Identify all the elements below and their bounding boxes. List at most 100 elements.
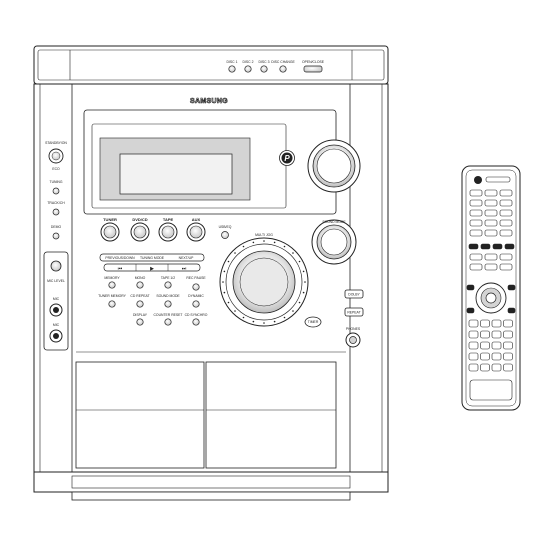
mic-level-knob[interactable]: MIC LEVEL [47,260,65,283]
sound-mode-button[interactable]: SOUND MODE [156,294,180,308]
remote-key[interactable] [480,363,490,372]
remote-key[interactable] [466,307,475,314]
remote-key[interactable] [491,352,502,361]
usb-eq-button[interactable]: USB/EQ [219,225,232,239]
remote-key[interactable] [507,284,516,291]
remote-key[interactable] [491,319,502,328]
volume-knob[interactable] [307,139,361,193]
remote-key[interactable] [484,263,498,271]
power-sound-logo: P [279,150,295,166]
remote-key[interactable] [499,253,513,261]
front-panel [83,109,337,215]
remote-key[interactable] [499,209,513,217]
disc-change-button[interactable]: DISC CHANGE [271,60,296,73]
tuning-up-button[interactable]: TUNING [50,180,63,195]
remote-key[interactable] [484,219,498,227]
tuner-memory-button[interactable]: TUNER MEMORY [98,294,127,308]
aux-label: AUX [192,217,201,222]
mono-button[interactable]: MONO [135,276,146,289]
remote-key[interactable] [492,243,503,250]
remote-key[interactable] [499,219,513,227]
remote-key[interactable] [480,352,490,361]
memory-button[interactable]: MEMORY [104,276,120,289]
remote-key[interactable] [499,229,513,237]
remote-key[interactable] [466,284,475,291]
remote-key[interactable] [484,253,498,261]
remote-key[interactable] [469,253,483,261]
remote-key[interactable] [503,352,513,361]
svg-text:TRACK/CH: TRACK/CH [47,201,65,205]
remote-key[interactable] [468,363,479,372]
sound-mode-label: SOUND MODE [322,220,346,224]
remote-key[interactable] [504,243,515,250]
remote-key[interactable] [468,352,479,361]
remote-key[interactable] [469,229,483,237]
remote-key[interactable] [499,199,513,207]
remote-key[interactable] [491,363,502,372]
remote-key[interactable] [484,229,498,237]
mic-jack-2[interactable]: MIC [49,323,63,343]
remote-key[interactable] [469,263,483,271]
display-button[interactable]: DISPLAY [133,313,148,326]
tape-button[interactable]: TAPE [158,217,178,242]
remote-key[interactable] [469,199,483,207]
remote-key[interactable] [480,330,490,339]
remote-enter-button[interactable] [485,292,497,304]
remote-key[interactable] [491,330,502,339]
track-button[interactable]: TRACK/CH [47,201,65,216]
remote-key[interactable] [469,189,483,197]
dynamic-button[interactable]: DYNAMIC [188,294,204,308]
remote-key[interactable] [503,363,513,372]
mic-jack-1[interactable]: MIC [49,297,63,317]
aux-button[interactable]: AUX [186,217,206,242]
cd-repeat-button[interactable]: CD REPEAT [130,294,150,308]
remote-key[interactable] [468,319,479,328]
remote-key[interactable] [469,209,483,217]
counter-reset-button[interactable]: COUNTER RESET [153,313,183,326]
svg-text:TUNING: TUNING [50,180,63,184]
remote-key[interactable] [469,219,483,227]
sound-mode-knob[interactable]: SOUND MODE [311,219,357,265]
phones-jack[interactable]: PHONES [345,327,361,348]
remote-key[interactable] [468,330,479,339]
disc3-button[interactable]: DISC 3 [259,60,270,73]
jog-dot [292,310,294,312]
standby-button[interactable]: STANDBY/ON ECO [45,141,67,171]
remote-key[interactable] [480,243,491,250]
remote-key[interactable] [499,189,513,197]
remote-key[interactable] [480,341,490,350]
multi-jog-label: MULTI JOG [255,233,273,237]
remote-key[interactable] [503,319,513,328]
remote-key[interactable] [480,319,490,328]
remote-key[interactable] [499,263,513,271]
play-icon[interactable]: ▶ [150,266,154,272]
tape12-button[interactable]: TAPE 1/2 [161,276,175,289]
remote-key[interactable] [484,209,498,217]
repeat-button[interactable]: REPEAT [344,307,364,317]
remote-key[interactable] [484,199,498,207]
svg-text:MONO: MONO [135,276,146,280]
demo-button[interactable]: DEMO [51,225,62,240]
tuner-button[interactable]: TUNER [100,217,120,242]
remote-key[interactable] [503,341,513,350]
tape-label: TAPE [163,217,174,222]
open-close-button[interactable]: OPEN/CLOSE [302,60,325,73]
next-icon[interactable]: ⏭ [182,266,187,272]
dvd-cd-button[interactable]: DVD/CD [130,217,150,242]
disc2-button[interactable]: DISC 2 [243,60,254,73]
timer-button[interactable]: TIMER [304,316,322,328]
disc1-button[interactable]: DISC 1 [227,60,238,73]
prev-icon[interactable]: ⏮ [118,266,123,272]
remote-key[interactable] [491,341,502,350]
cd-synchro-button[interactable]: CD SYNCHRO [185,313,208,326]
remote-key[interactable] [484,189,498,197]
dolby-button[interactable]: DOLBY [344,289,364,299]
rec-pause-button[interactable]: REC PAUSE [186,276,206,291]
remote-key[interactable] [507,307,516,314]
remote-power-button[interactable] [474,176,482,184]
remote-key[interactable] [468,341,479,350]
remote-key[interactable] [468,243,479,250]
jog-dot [273,241,276,244]
multi-jog-dial[interactable]: MULTI JOG [219,233,309,327]
remote-key[interactable] [503,330,513,339]
